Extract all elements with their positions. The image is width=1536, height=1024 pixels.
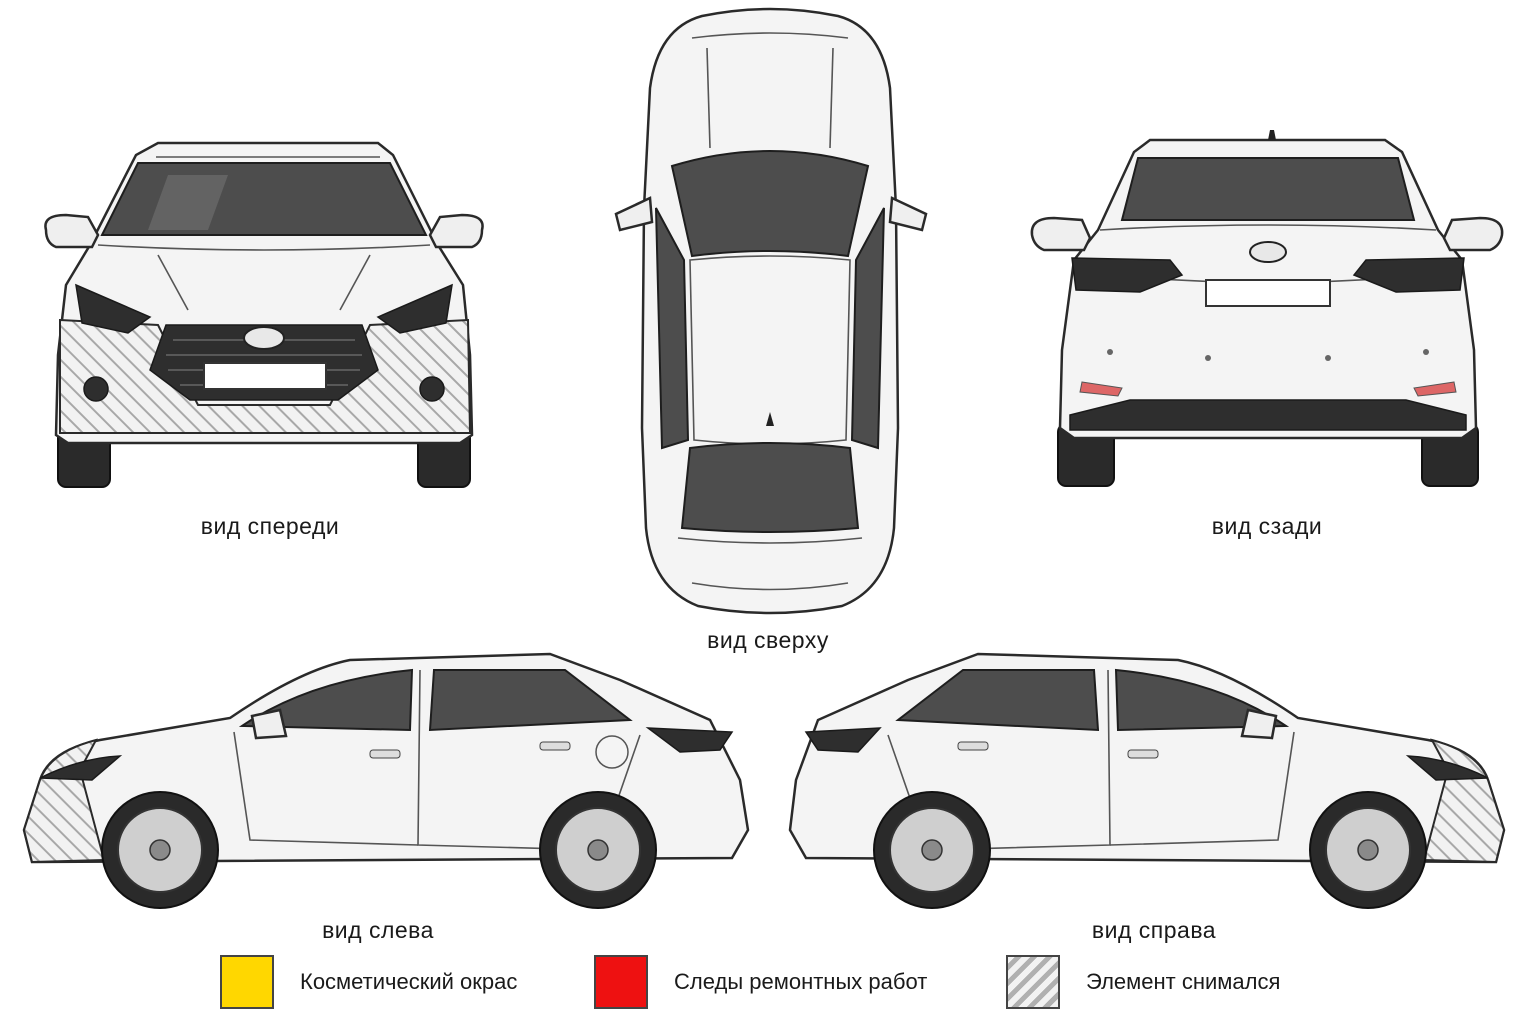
right-front-wheel	[1309, 791, 1427, 909]
top-view-label: вид сверху	[707, 627, 829, 653]
left-view	[20, 640, 755, 910]
legend-label: Следы ремонтных работ	[674, 969, 928, 994]
rear-right-taillight	[1352, 257, 1465, 293]
right-rear-window	[895, 669, 1100, 732]
legend-cosmetic-paint: Косметический окрас	[220, 955, 517, 1009]
rear-left-mirror	[1030, 216, 1092, 252]
rear-view	[1030, 130, 1505, 495]
top-view	[612, 7, 930, 618]
right-rear-wheel	[873, 791, 991, 909]
front-view-label: вид спереди	[200, 513, 340, 539]
rear-view-label: вид сзади	[1211, 513, 1323, 539]
left-side-mirror	[250, 708, 288, 740]
front-right-headlight	[376, 283, 453, 334]
rear-diffuser	[1069, 399, 1467, 431]
front-left-mirror	[44, 213, 100, 249]
right-view	[788, 640, 1508, 910]
right-side-mirror	[1240, 708, 1278, 740]
rear-left-taillight	[1071, 257, 1184, 293]
legend-repair-traces: Следы ремонтных работ	[594, 955, 927, 1009]
right-view-label: вид справа	[1091, 917, 1217, 943]
left-front-bumper-hatched	[22, 738, 106, 864]
left-taillight	[645, 727, 734, 753]
legend-label: Косметический окрас	[300, 969, 518, 994]
rear-license-plate	[1205, 279, 1331, 307]
left-rear-window	[428, 669, 633, 732]
rear-window	[1120, 157, 1416, 221]
top-left-mirror	[614, 196, 654, 232]
top-right-mirror	[888, 196, 928, 232]
legend-swatch-hatched	[1006, 955, 1060, 1009]
left-view-label: вид слева	[322, 917, 434, 943]
top-windshield	[670, 150, 870, 258]
front-license-plate	[203, 362, 327, 390]
front-left-headlight	[75, 283, 152, 334]
rear-right-mirror	[1442, 216, 1504, 252]
left-rear-wheel	[539, 791, 657, 909]
front-logo	[243, 326, 285, 350]
right-front-bumper-hatched	[1422, 738, 1506, 864]
front-right-mirror	[428, 213, 484, 249]
front-view	[38, 135, 498, 495]
legend-element-removed: Элемент снимался	[1006, 955, 1280, 1009]
front-right-fog-light	[419, 376, 445, 402]
legend-swatch-yellow	[220, 955, 274, 1009]
legend-label: Элемент снимался	[1086, 969, 1281, 994]
top-rear-window	[680, 442, 860, 533]
legend-swatch-red	[594, 955, 648, 1009]
top-roof	[689, 255, 851, 445]
right-taillight	[804, 727, 882, 753]
front-left-fog-light	[83, 376, 109, 402]
left-front-wheel	[101, 791, 219, 909]
rear-logo	[1249, 241, 1287, 263]
right-headlight	[1405, 755, 1489, 781]
front-windshield	[100, 162, 428, 236]
left-headlight	[39, 755, 123, 781]
